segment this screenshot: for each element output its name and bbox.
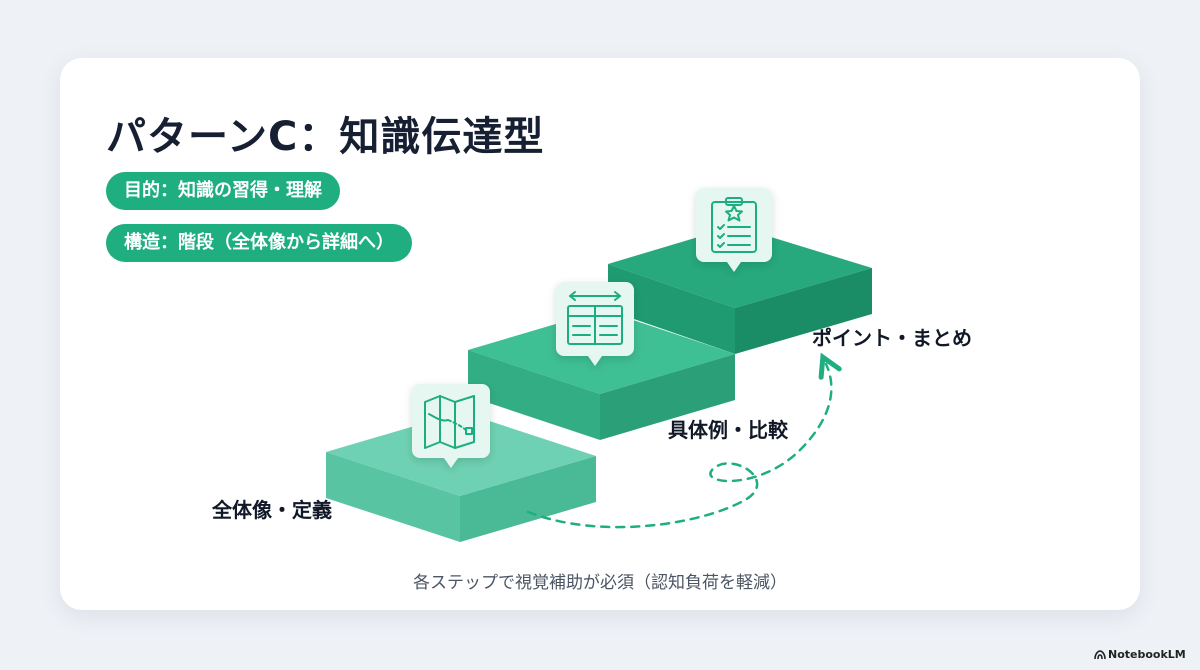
brand-label: NotebookLM — [1108, 648, 1186, 661]
step-3-top — [608, 226, 872, 308]
footer-note: 各ステップで視覚補助が必須（認知負荷を軽減） — [413, 573, 787, 593]
step-1-front — [460, 456, 596, 542]
notebooklm-logo-icon — [1094, 650, 1106, 660]
step-1-label: 全体像・定義 — [212, 498, 332, 522]
step-1-side — [326, 452, 460, 542]
compare-table-icon — [556, 282, 634, 366]
step-2-label: 具体例・比較 — [668, 418, 788, 442]
purpose-tag: 目的：知識の習得・理解 — [106, 172, 340, 210]
structure-tag: 構造：階段（全体像から詳細へ） — [106, 224, 412, 262]
progress-dashed-arrow — [526, 364, 831, 529]
checklist-star-icon — [696, 188, 772, 272]
page-title: パターンC：知識伝達型 — [106, 114, 545, 160]
step-3-side — [608, 264, 735, 354]
step-3-front — [735, 268, 872, 354]
step-2-front — [600, 354, 735, 440]
step-3-block — [608, 226, 872, 354]
map-icon — [412, 384, 490, 468]
step-2-side — [468, 350, 600, 440]
step-3-label: ポイント・まとめ — [812, 326, 972, 350]
